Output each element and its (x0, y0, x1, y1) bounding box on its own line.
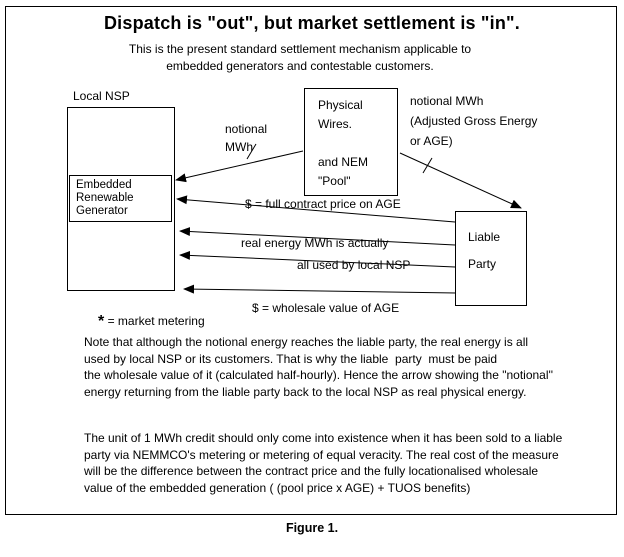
local-nsp-label: Local NSP (73, 89, 130, 103)
market-metering-legend: * = market metering (98, 312, 205, 330)
local-nsp-box (67, 107, 175, 291)
label-wholesale-value: $ = wholesale value of AGE (252, 301, 400, 315)
label-notional-mwh-age: notional MWh (Adjusted Gross Energy or A… (410, 94, 538, 148)
metering-text: = market metering (107, 314, 205, 328)
figure-subtitle: This is the present standard settlement … (0, 41, 600, 75)
subtitle-line-2: embedded generators and contestable cust… (166, 59, 434, 73)
figure-caption: Figure 1. (285, 521, 339, 535)
physical-wires-pool-box: Physical Wires. and NEM "Pool" (304, 88, 398, 196)
asterisk-marker: * (98, 313, 105, 330)
note-paragraph-1: Note that although the notional energy r… (84, 335, 554, 399)
note-paragraph-2: The unit of 1 MWh credit should only com… (84, 431, 563, 495)
subtitle-line-1: This is the present standard settlement … (128, 42, 472, 56)
label-notional-mwh-left: notional MWh (225, 122, 268, 154)
label-full-contract-price: $ = full contract price on AGE (245, 197, 401, 211)
embedded-generator-box: Embedded Renewable Generator (69, 175, 172, 222)
figure-title: Dispatch is "out", but market settlement… (103, 13, 520, 33)
liable-party-box: Liable Party (455, 211, 527, 306)
label-real-energy-line-1: real energy MWh is actually (241, 236, 389, 250)
label-real-energy-line-2: all used by local NSP (297, 258, 411, 272)
